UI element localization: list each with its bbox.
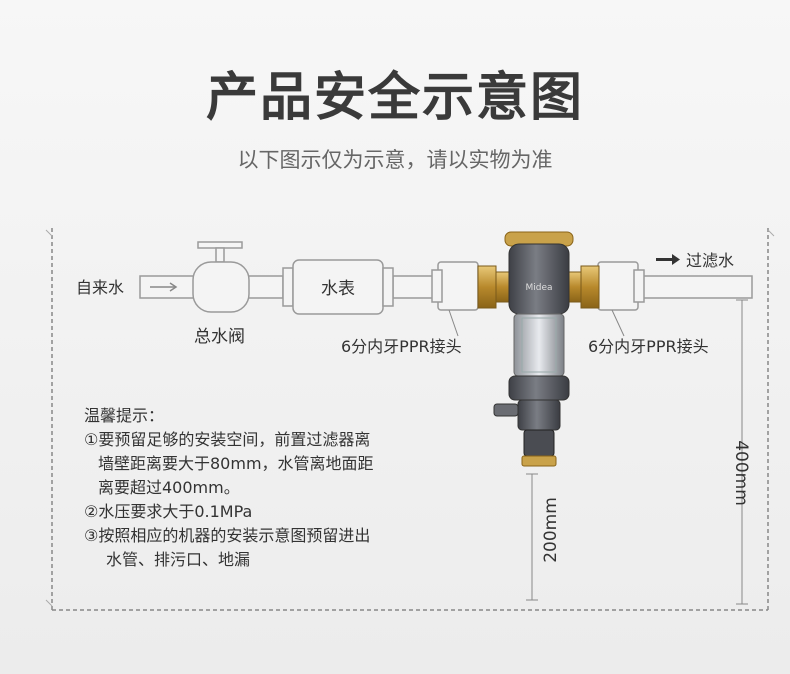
- dimension-400mm: [736, 299, 748, 605]
- outlet-label: 过滤水: [686, 251, 734, 270]
- notes-heading: 温馨提示：: [84, 406, 165, 425]
- water-meter: [282, 259, 394, 315]
- note-3: ③按照相应的机器的安装示意图预留进出: [84, 526, 371, 545]
- main-valve-label: 总水阀: [194, 327, 245, 347]
- water-meter-label: 水表: [321, 279, 355, 299]
- dimension-200mm: [526, 473, 538, 601]
- note-1: ①要预留足够的安装空间，前置过滤器离: [84, 430, 371, 449]
- pre-filter: Midea: [493, 231, 574, 467]
- note-1-cont2: 离要超过400mm。: [98, 478, 240, 497]
- filter-brand: Midea: [525, 283, 552, 293]
- left-fitting-label: 6分内牙PPR接头: [341, 337, 462, 356]
- page-title: 产品安全示意图: [205, 68, 584, 128]
- inlet-label: 自来水: [76, 278, 124, 297]
- label-leaders: [448, 309, 625, 337]
- dimension-200mm-label: 200mm: [541, 497, 561, 563]
- wall-hatch: [45, 229, 775, 607]
- note-2: ②水压要求大于0.1MPa: [84, 502, 253, 521]
- outlet-arrow-icon: [656, 254, 680, 265]
- left-ppr-fitting: [431, 261, 479, 311]
- main-valve: [192, 241, 250, 313]
- right-ppr-fitting: [597, 261, 645, 311]
- brass-connectors: [477, 265, 600, 309]
- note-3-cont: 水管、排污口、地漏: [106, 550, 251, 569]
- inlet-arrow-icon: [150, 282, 178, 292]
- wall-floor-frame: [51, 228, 769, 611]
- dimension-400mm-label: 400mm: [731, 440, 751, 506]
- note-1-cont: 墙壁距离要大于80mm，水管离地面距: [98, 454, 374, 473]
- right-fitting-label: 6分内牙PPR接头: [588, 337, 709, 356]
- installation-notes: 温馨提示： ①要预留足够的安装空间，前置过滤器离 墙壁距离要大于80mm，水管离…: [84, 404, 464, 572]
- page-subtitle: 以下图示仅为示意，请以实物为准: [237, 148, 553, 172]
